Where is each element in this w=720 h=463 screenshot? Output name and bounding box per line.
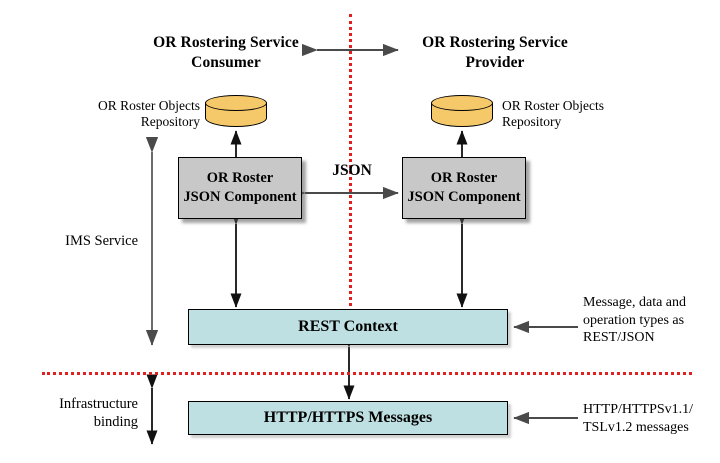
repository-left-cylinder-icon (205, 95, 267, 135)
infrastructure-boundary-line (42, 372, 692, 375)
repository-left-label-line2: Repository (140, 114, 200, 130)
scope-label-ims-service-text: IMS Service (65, 233, 138, 249)
note-rest-json-line1: Message, data and (583, 295, 687, 310)
title-consumer-line2: Consumer (191, 53, 261, 71)
title-provider-line2: Provider (465, 53, 525, 71)
component-box-consumer[interactable]: OR Roster JSON Component (178, 157, 302, 219)
http-messages-box[interactable]: HTTP/HTTPS Messages (188, 401, 508, 435)
title-provider-line1: OR Rostering Service (422, 34, 568, 51)
repository-right-label: OR Roster Objects Repository (502, 98, 642, 131)
title-provider: OR Rostering Service Provider (397, 33, 593, 73)
repository-left-label: OR Roster Objects Repository (70, 98, 200, 131)
component-provider-line2: JSON Component (407, 189, 521, 205)
http-messages-label: HTTP/HTTPS Messages (263, 409, 433, 426)
component-box-provider-text: OR Roster JSON Component (407, 169, 520, 207)
note-http-versions-line2: TSLv1.2 messages (583, 419, 689, 435)
title-consumer-line1: OR Rostering Service (153, 34, 299, 51)
scope-label-infrastructure-line2: binding (93, 413, 138, 430)
component-consumer-line1: OR Roster (206, 170, 274, 187)
component-box-consumer-text: OR Roster JSON Component (183, 169, 296, 207)
repository-left-label-line1: OR Roster Objects (98, 98, 200, 113)
note-http-versions: HTTP/HTTPSv1.1/ TSLv1.2 messages (583, 401, 719, 436)
component-box-provider[interactable]: OR Roster JSON Component (402, 157, 526, 219)
note-rest-json-line3: REST/JSON (583, 330, 655, 346)
component-consumer-line2: JSON Component (183, 189, 297, 205)
title-consumer: OR Rostering Service Consumer (128, 33, 324, 73)
note-rest-json-line2: operation types as (583, 312, 685, 328)
repository-right-cylinder-icon (431, 95, 493, 135)
note-http-versions-line1: HTTP/HTTPSv1.1/ (583, 402, 694, 417)
scope-label-infrastructure-binding: Infrastructure binding (12, 396, 138, 432)
repository-right-label-line2: Repository (502, 114, 562, 130)
json-interchange-label: JSON (332, 162, 372, 179)
component-provider-line1: OR Roster (430, 170, 498, 187)
cylinder-top (205, 95, 267, 111)
scope-label-ims-service: IMS Service (20, 233, 138, 251)
consumer-provider-boundary-line (349, 14, 352, 306)
rest-context-label: REST Context (298, 318, 398, 335)
repository-right-label-line1: OR Roster Objects (502, 98, 604, 113)
scope-label-infrastructure-line1: Infrastructure (59, 396, 138, 412)
cylinder-top (431, 95, 493, 111)
rest-context-box[interactable]: REST Context (188, 309, 508, 345)
note-rest-json: Message, data and operation types as RES… (583, 294, 719, 347)
